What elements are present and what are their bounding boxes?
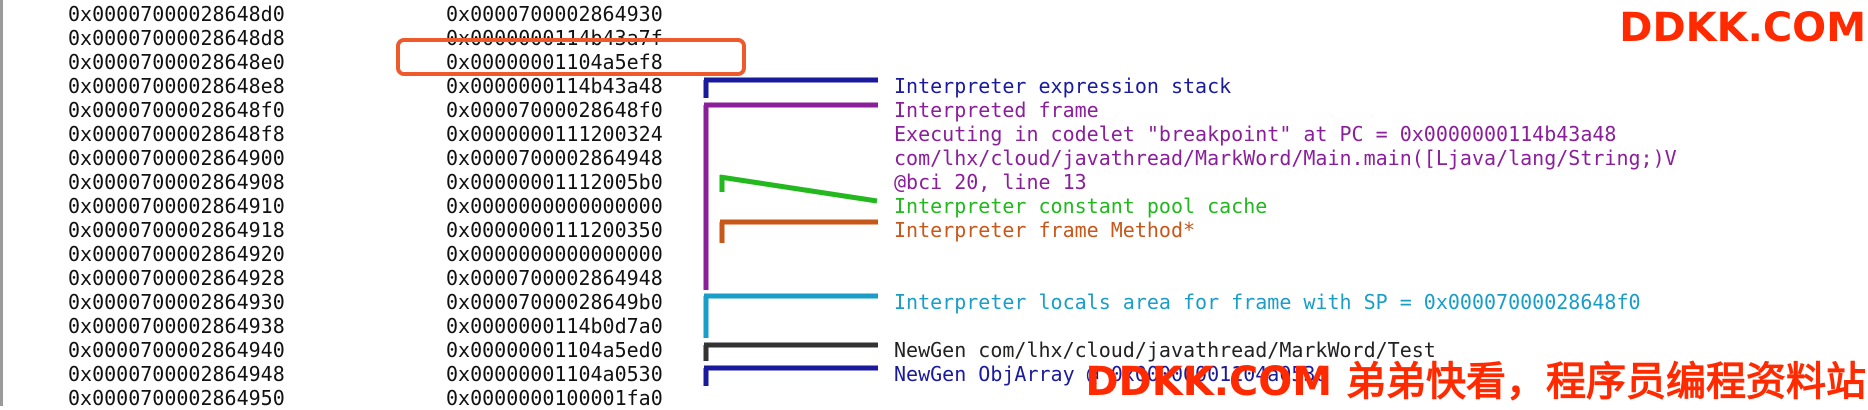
highlight-box (396, 38, 746, 76)
annotation-bci: @bci 20, line 13 (894, 170, 1087, 194)
row-value: 0x00000001104a0530 (446, 362, 663, 386)
annotation-executing-codelet: Executing in codelet "breakpoint" at PC … (894, 122, 1617, 146)
row-value: 0x0000000114b43a48 (446, 74, 663, 98)
annotation-locals-area: Interpreter locals area for frame with S… (894, 290, 1641, 314)
annotation-newgen-objarray: NewGen ObjArray @ 0x00000001104a0530 (894, 362, 1328, 386)
annotation-newgen-test: NewGen com/lhx/cloud/javathread/MarkWord… (894, 338, 1436, 362)
row-address: 0x0000700002864920 (68, 242, 285, 266)
watermark-bottom: DDKK.COM 弟弟快看，程序员编程资料站 (1085, 359, 1866, 405)
row-value: 0x0000700002864948 (446, 266, 663, 290)
row-address: 0x0000700002864940 (68, 338, 285, 362)
left-edge-strip (0, 0, 3, 406)
annotation-constant-pool-cache: Interpreter constant pool cache (894, 194, 1268, 218)
row-address: 0x00007000028648e0 (68, 50, 285, 74)
row-value: 0x0000000114b0d7a0 (446, 314, 663, 338)
row-address: 0x0000700002864918 (68, 218, 285, 242)
row-value: 0x0000000000000000 (446, 242, 663, 266)
row-value: 0x0000000000000000 (446, 194, 663, 218)
annotation-method-signature: com/lhx/cloud/javathread/MarkWord/Main.m… (894, 146, 1677, 170)
row-address: 0x0000700002864928 (68, 266, 285, 290)
row-address: 0x00007000028648f0 (68, 98, 285, 122)
row-value: 0x00000001112005b0 (446, 170, 663, 194)
watermark-top: DDKK.COM (1619, 5, 1866, 51)
row-address: 0x0000700002864900 (68, 146, 285, 170)
row-address: 0x0000700002864938 (68, 314, 285, 338)
row-address: 0x00007000028648f8 (68, 122, 285, 146)
row-value: 0x00007000028649b0 (446, 290, 663, 314)
row-address: 0x0000700002864908 (68, 170, 285, 194)
row-address: 0x00007000028648e8 (68, 74, 285, 98)
row-value: 0x00000001104a5ef8 (446, 50, 663, 74)
row-value: 0x0000700002864948 (446, 146, 663, 170)
annotation-expression-stack: Interpreter expression stack (894, 74, 1232, 98)
row-address: 0x00007000028648d8 (68, 26, 285, 50)
row-value: 0x00007000028648f0 (446, 98, 663, 122)
row-address: 0x0000700002864948 (68, 362, 285, 386)
row-value: 0x0000000111200350 (446, 218, 663, 242)
row-value: 0x0000000111200324 (446, 122, 663, 146)
row-value: 0x0000700002864930 (446, 2, 663, 26)
bracket-cp-cache-d (719, 174, 878, 204)
annotation-interpreted-frame: Interpreted frame (894, 98, 1099, 122)
row-address: 0x0000700002864910 (68, 194, 285, 218)
row-address: 0x0000700002864930 (68, 290, 285, 314)
annotation-frame-method: Interpreter frame Method* (894, 218, 1196, 242)
row-value: 0x00000001104a5ed0 (446, 338, 663, 362)
row-address: 0x00007000028648d0 (68, 2, 285, 26)
